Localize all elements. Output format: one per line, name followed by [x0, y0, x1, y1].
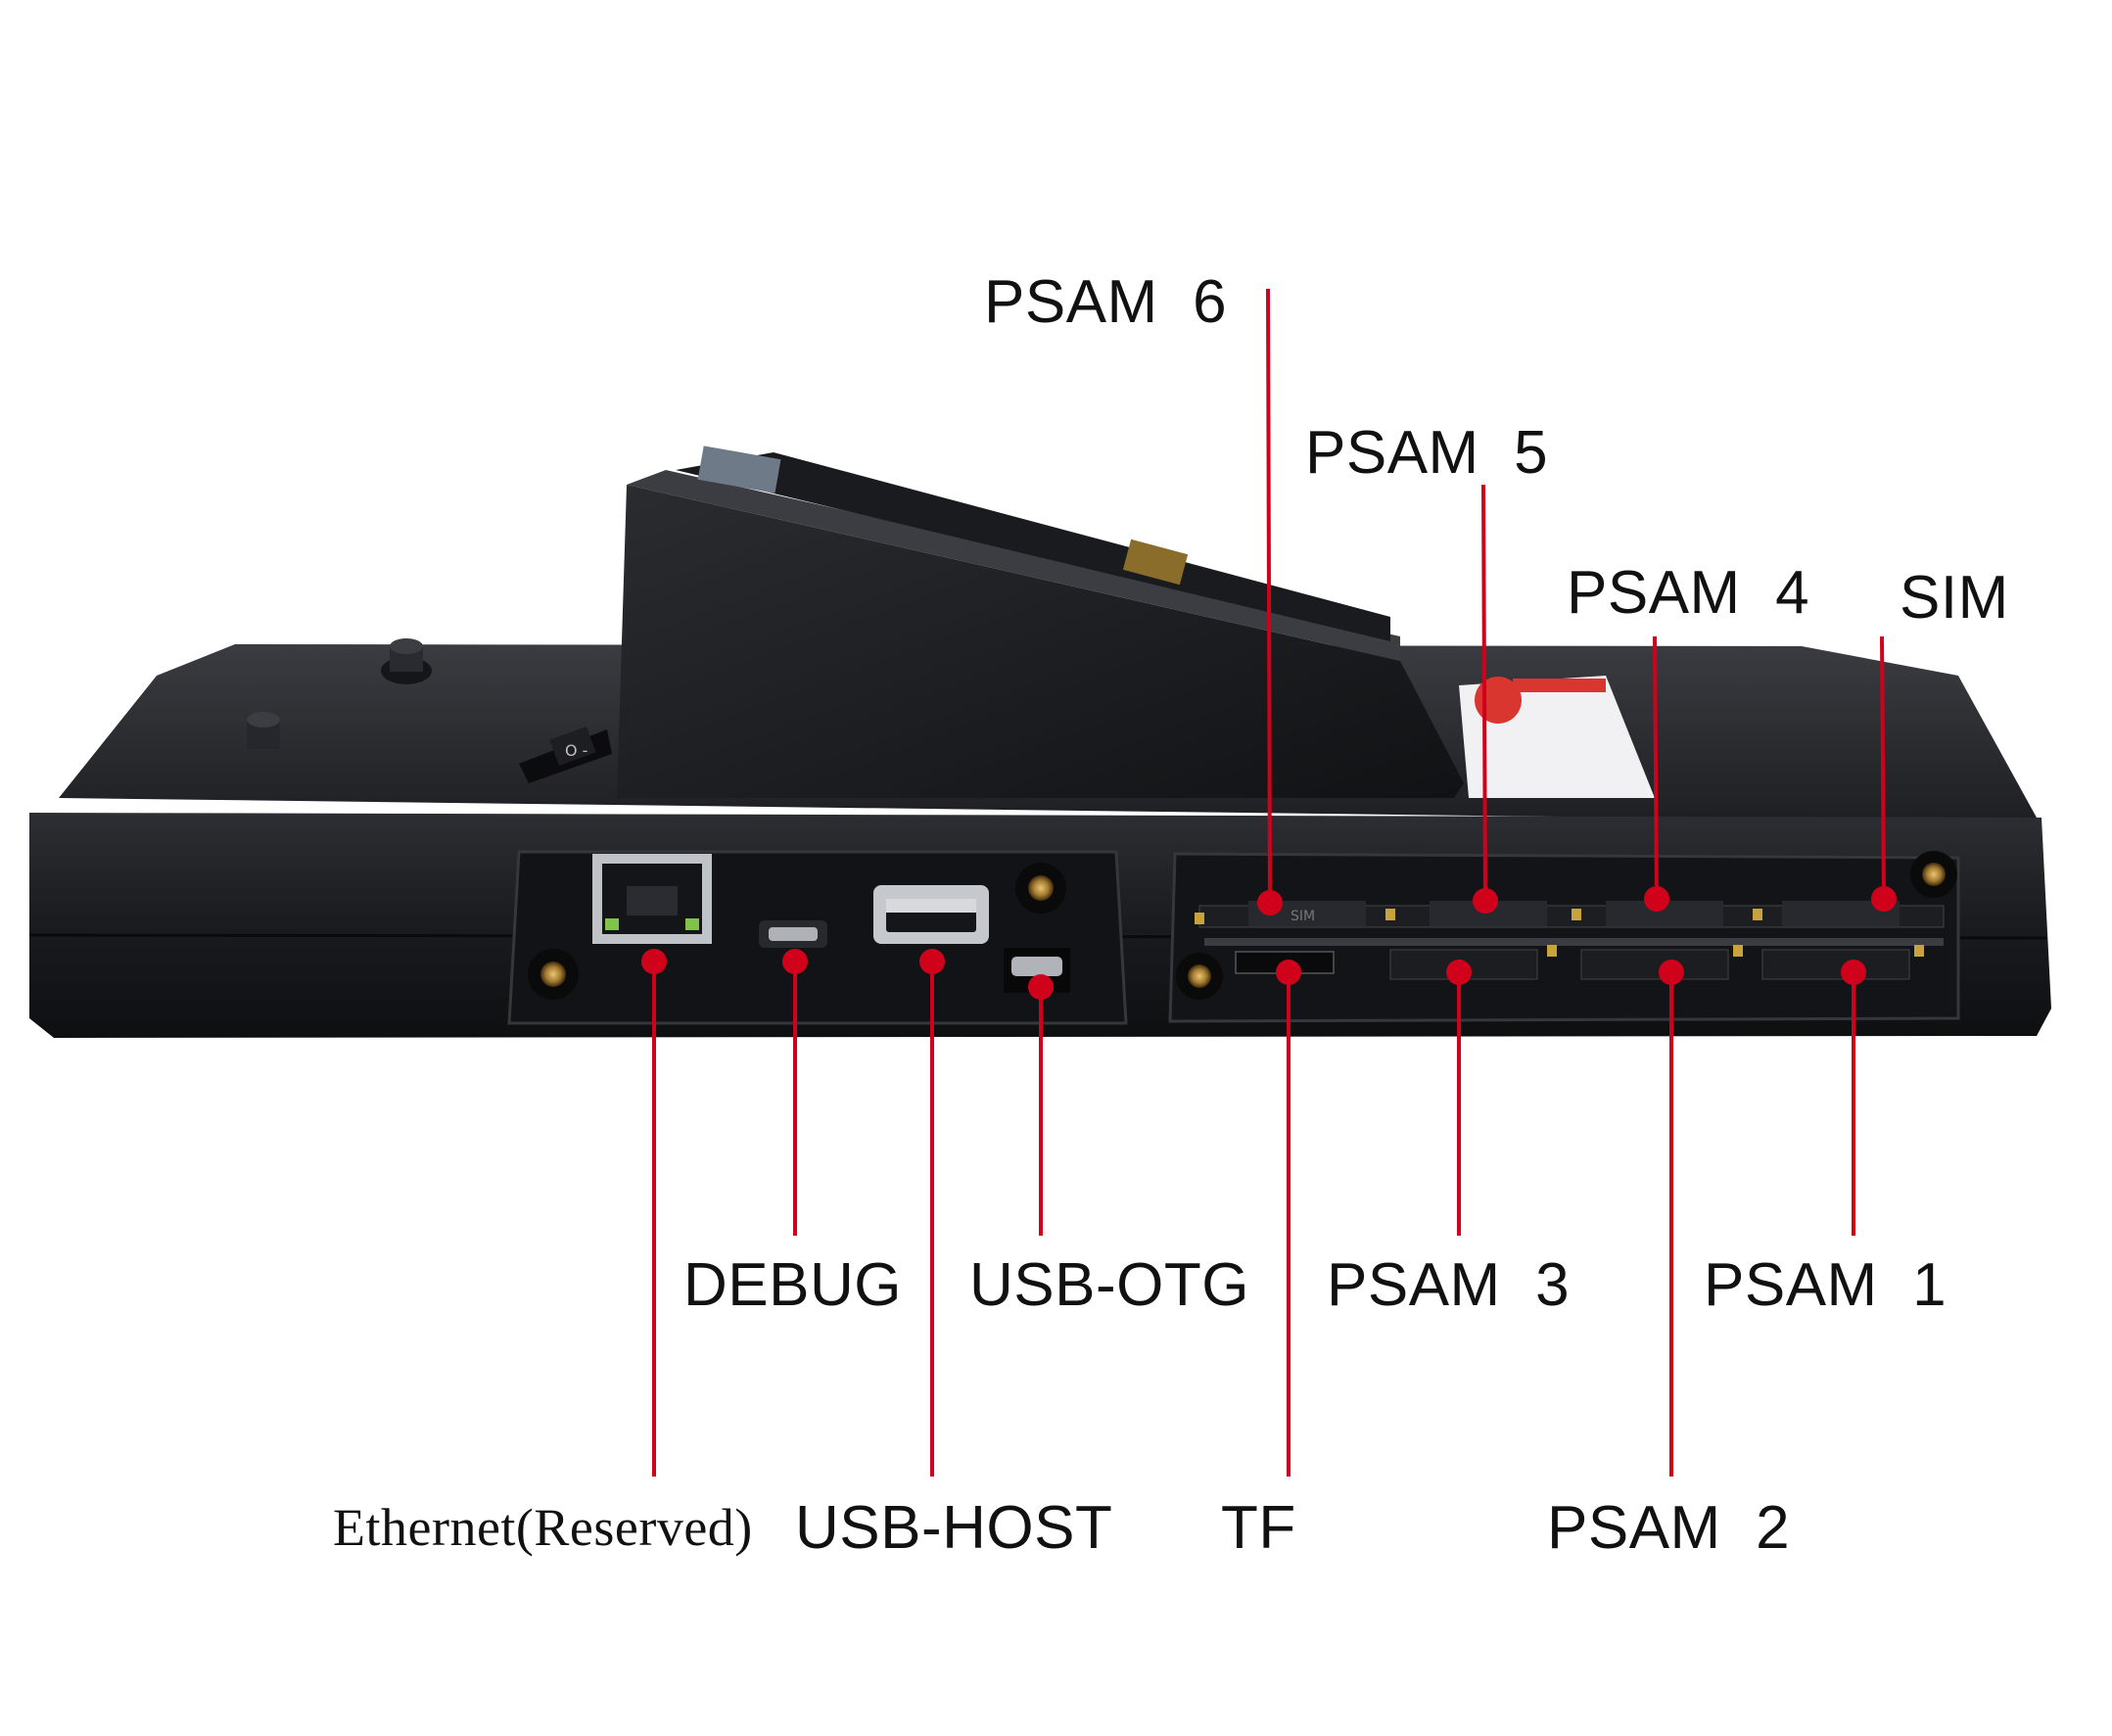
usb-host-port-icon — [873, 885, 989, 944]
label-psam5: PSAM 5 — [1305, 419, 1549, 487]
callout-line-psam6 — [1266, 288, 1272, 904]
label-ethernet: Ethernet(Reserved) — [333, 1498, 753, 1557]
label-psam2: PSAM 2 — [1547, 1494, 1791, 1562]
debug-port-icon — [759, 920, 827, 948]
callout-dot-sim — [1871, 886, 1897, 912]
label-psam6: PSAM 6 — [984, 268, 1228, 336]
label-psam1: PSAM 1 — [1704, 1251, 1948, 1319]
callout-dot-psam4 — [1644, 886, 1669, 912]
label-usb-host: USB-HOST — [795, 1494, 1113, 1562]
callout-dot-psam1 — [1841, 960, 1866, 985]
callout-dot-tf — [1276, 960, 1301, 985]
callout-line-psam5 — [1481, 484, 1487, 902]
label-psam3: PSAM 3 — [1327, 1251, 1571, 1319]
label-tf: TF — [1221, 1494, 1296, 1562]
label-psam4: PSAM 4 — [1567, 559, 1810, 627]
callout-dot-debug — [782, 949, 808, 974]
callout-dot-psam6 — [1257, 890, 1283, 915]
brass-screw-icon — [528, 949, 579, 1000]
top-screw-left — [381, 638, 432, 684]
callout-dot-usb-otg — [1028, 974, 1054, 1000]
callout-layer — [641, 288, 1897, 1477]
brass-screw-icon — [1176, 953, 1223, 1000]
callout-dot-usb-host — [919, 949, 945, 974]
label-sim: SIM — [1900, 564, 2009, 632]
callout-dot-psam2 — [1659, 960, 1684, 985]
label-debug: DEBUG — [683, 1251, 902, 1319]
callout-line-psam4 — [1653, 635, 1659, 900]
callout-dot-psam5 — [1473, 888, 1498, 914]
printer-housing — [617, 446, 1464, 798]
top-screw-back — [247, 712, 280, 749]
brass-screw-icon — [1910, 851, 1957, 898]
ethernet-port-icon — [592, 854, 712, 944]
power-switch-icon: O - — [519, 727, 612, 783]
callout-dot-ethernet — [641, 949, 667, 974]
right-card-panel — [1168, 852, 1960, 1023]
callout-dot-psam3 — [1446, 960, 1472, 985]
brass-screw-icon — [1015, 863, 1066, 914]
power-switch-text: O - — [565, 741, 587, 760]
card-slot-rail-upper: SIM — [1195, 901, 1945, 928]
label-usb-otg: USB-OTG — [969, 1251, 1249, 1319]
slot-mark-text: SIM — [1291, 909, 1315, 924]
callout-line-sim — [1880, 635, 1886, 900]
